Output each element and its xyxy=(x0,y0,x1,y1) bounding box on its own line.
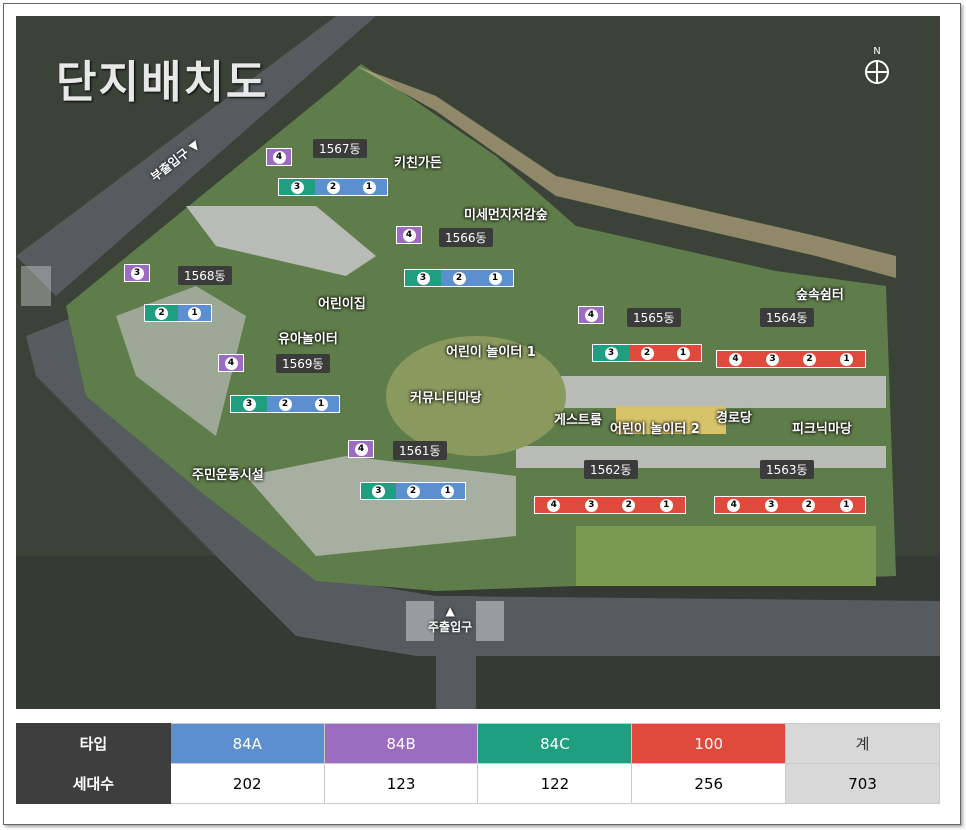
label-kitchen-garden: 키친가든 xyxy=(394,156,442,171)
label-toddler-playground: 유아놀이터 xyxy=(278,332,338,347)
label-sports-facility: 주민운동시설 xyxy=(192,468,264,483)
building-1568-label: 1568동 xyxy=(178,266,232,285)
table-row-types: 타입 84A 84B 84C 100 계 xyxy=(16,723,940,764)
label-daycare: 어린이집 xyxy=(318,297,366,312)
building-1562: 4 3 2 1 xyxy=(534,496,686,514)
main-entrance-label: 주출입구 xyxy=(428,620,473,634)
building-1562-label: 1562동 xyxy=(584,460,638,479)
map-background xyxy=(16,16,940,709)
building-1568: 2 1 xyxy=(144,304,212,322)
count-total: 703 xyxy=(785,763,940,804)
label-senior-center: 경로당 xyxy=(716,411,752,426)
site-plan-map: 단지배치도 N 키친가든 미세먼지저감숲 어린이집 유아놀이터 어린이 놀이터 … xyxy=(16,16,940,709)
type-header: 타입 xyxy=(16,723,171,764)
unit-type-table: 타입 84A 84B 84C 100 계 세대수 202 123 122 256… xyxy=(16,723,940,804)
building-1563-label: 1563동 xyxy=(760,460,814,479)
building-1567-wing: 4 xyxy=(266,148,292,166)
building-1569: 3 2 1 xyxy=(230,395,340,413)
label-community-yard: 커뮤니티마당 xyxy=(410,391,482,406)
table-row-counts: 세대수 202 123 122 256 703 xyxy=(16,763,940,804)
building-1564-label: 1564동 xyxy=(760,308,814,327)
building-1567-label: 1567동 xyxy=(313,139,367,158)
type-84c: 84C xyxy=(477,723,633,764)
building-1569-wing: 4 xyxy=(218,354,244,372)
count-84c: 122 xyxy=(477,763,633,804)
count-84b: 123 xyxy=(323,763,479,804)
building-1565-wing: 4 xyxy=(578,306,604,324)
label-playground-1: 어린이 놀이터 1 xyxy=(446,345,536,360)
type-100: 100 xyxy=(631,723,787,764)
building-1561-label: 1561동 xyxy=(393,441,447,460)
type-84a: 84A xyxy=(169,723,325,764)
building-1564: 4 3 2 1 xyxy=(716,350,866,368)
building-1561-wing: 4 xyxy=(348,440,374,458)
building-1566-label: 1566동 xyxy=(439,228,493,247)
building-1566-wing: 4 xyxy=(396,226,422,244)
type-84b: 84B xyxy=(323,723,479,764)
building-1563: 4 3 2 1 xyxy=(714,496,866,514)
type-total: 계 xyxy=(785,723,940,764)
page-title: 단지배치도 xyxy=(56,57,269,108)
building-1569-label: 1569동 xyxy=(276,354,330,373)
building-1565-label: 1565동 xyxy=(627,308,681,327)
building-1568-wing: 3 xyxy=(124,264,150,282)
label-guest-room: 게스트룸 xyxy=(554,413,602,428)
count-100: 256 xyxy=(631,763,787,804)
north-label: N xyxy=(873,46,881,57)
building-1566: 3 2 1 xyxy=(404,269,514,287)
label-dust-forest: 미세먼지저감숲 xyxy=(464,208,548,223)
building-1567: 3 2 1 xyxy=(278,178,388,196)
building-1565: 3 2 1 xyxy=(592,344,702,362)
label-playground-2: 어린이 놀이터 2 xyxy=(610,422,700,437)
main-entrance: ▲주출입구 xyxy=(428,604,473,634)
building-1561: 3 2 1 xyxy=(360,482,466,500)
label-forest-rest: 숲속쉼터 xyxy=(796,288,844,303)
compass-icon xyxy=(865,60,889,84)
north-compass: N xyxy=(859,46,895,84)
count-84a: 202 xyxy=(169,763,325,804)
label-picnic-yard: 피크닉마당 xyxy=(792,422,852,437)
count-header: 세대수 xyxy=(16,763,171,804)
